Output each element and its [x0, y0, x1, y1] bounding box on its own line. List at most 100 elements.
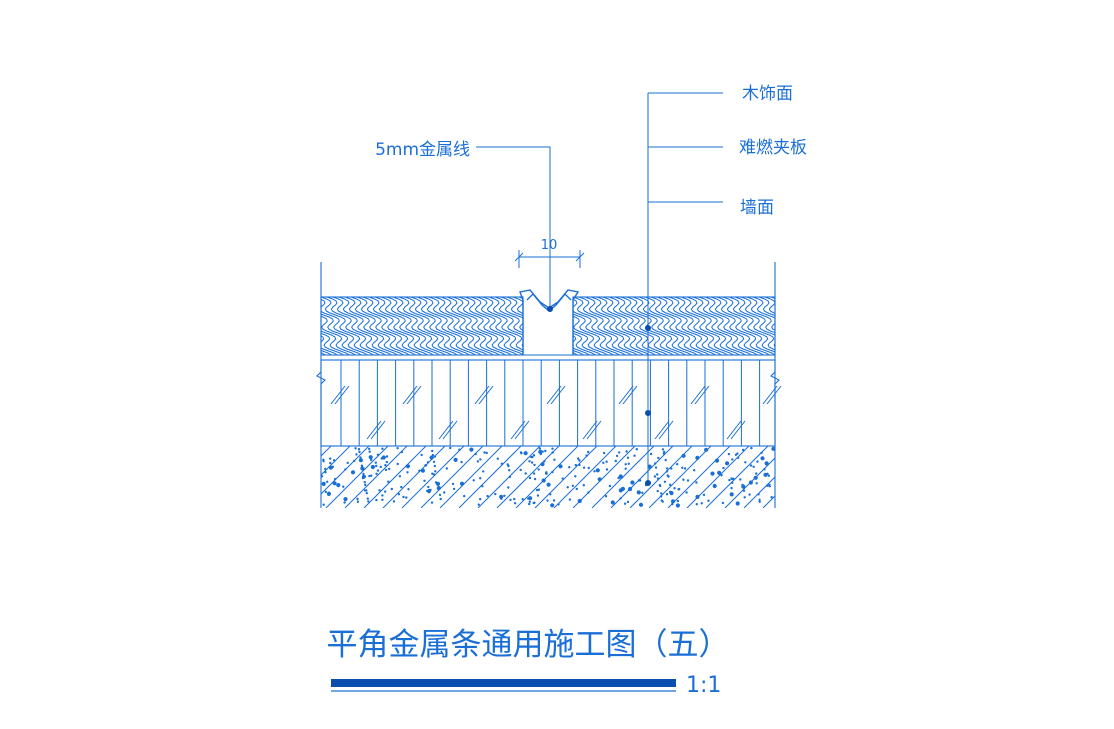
- concrete-aggregate-dot: [370, 474, 373, 477]
- concrete-aggregate-dot: [479, 477, 482, 480]
- concrete-aggregate-dot: [693, 469, 696, 472]
- concrete-aggregate-dot: [641, 491, 644, 494]
- concrete-aggregate-dot: [744, 461, 747, 464]
- concrete-aggregate-dot: [681, 453, 686, 458]
- concrete-aggregate-dot: [477, 503, 480, 506]
- board-tick: [370, 420, 386, 440]
- concrete-aggregate-dot: [381, 447, 384, 450]
- concrete-hatch-line: [553, 446, 617, 508]
- concrete-aggregate-dot: [736, 452, 739, 455]
- board-tick: [546, 385, 562, 405]
- concrete-aggregate-dot: [568, 466, 571, 469]
- callout-wall: 墙面: [740, 198, 774, 218]
- wood-grain-line: [662, 297, 716, 355]
- concrete-aggregate-dot: [532, 454, 536, 457]
- concrete-aggregate-dot: [423, 479, 426, 482]
- wall-leader-dot: [645, 480, 651, 486]
- concrete-aggregate-dot: [342, 485, 345, 488]
- concrete-aggregate-dot: [551, 470, 554, 474]
- concrete-aggregate-dot: [368, 450, 371, 453]
- concrete-aggregate-dot: [686, 479, 690, 482]
- concrete-aggregate-dot: [659, 484, 662, 488]
- wall-layer: [321, 445, 775, 508]
- wood-grain-line: [338, 297, 392, 355]
- concrete-aggregate-dot: [585, 454, 588, 457]
- concrete-aggregate-dot: [483, 451, 486, 454]
- concrete-hatch-line: [648, 446, 712, 508]
- concrete-aggregate-dot: [540, 462, 545, 467]
- concrete-aggregate-dot: [367, 500, 370, 503]
- concrete-aggregate-dot: [397, 493, 401, 496]
- dimension-label: 10: [541, 238, 558, 253]
- concrete-aggregate-dot: [720, 474, 723, 477]
- concrete-aggregate-dot: [665, 470, 669, 473]
- concrete-hatch-line: [458, 446, 522, 508]
- wood-grain-line: [740, 297, 775, 348]
- concrete-aggregate-dot: [546, 482, 551, 487]
- concrete-aggregate-dot: [459, 481, 465, 486]
- wood-grain-line: [573, 332, 596, 355]
- concrete-aggregate-dot: [365, 489, 368, 492]
- concrete-aggregate-dot: [429, 455, 434, 460]
- concrete-aggregate-dot: [535, 488, 539, 492]
- concrete-aggregate-dot: [503, 494, 506, 497]
- concrete-aggregate-dot: [443, 491, 446, 494]
- wood-grain-line: [362, 297, 416, 355]
- concrete-aggregate-dot: [624, 467, 627, 470]
- concrete-aggregate-dot: [620, 475, 623, 479]
- wood-grain-line: [368, 297, 422, 355]
- concrete-aggregate-dot: [625, 450, 628, 453]
- wood-grain-line: [464, 297, 518, 355]
- concrete-hatch-line: [420, 446, 484, 508]
- concrete-aggregate-dot: [683, 467, 687, 470]
- wood-grain-line: [777, 297, 829, 355]
- concrete-aggregate-dot: [549, 493, 552, 496]
- concrete-aggregate-dot: [509, 498, 512, 502]
- concrete-aggregate-dot: [519, 468, 522, 472]
- concrete-aggregate-dot: [381, 494, 384, 497]
- concrete-aggregate-dot: [344, 468, 347, 471]
- concrete-aggregate-dot: [431, 449, 434, 453]
- concrete-aggregate-dot: [610, 500, 615, 505]
- concrete-aggregate-dot: [637, 479, 641, 482]
- wood-grain-line: [506, 297, 523, 317]
- metal-strip-leader: [476, 146, 551, 309]
- concrete-aggregate-dot: [532, 472, 536, 475]
- concrete-aggregate-dot: [328, 493, 331, 496]
- board-tick: [618, 385, 634, 405]
- concrete-aggregate-dot: [566, 486, 569, 489]
- concrete-aggregate-dot: [546, 499, 549, 502]
- concrete-aggregate-dot: [659, 495, 663, 498]
- concrete-aggregate-dot: [445, 467, 448, 470]
- concrete-aggregate-dot: [368, 474, 371, 478]
- concrete-aggregate-dot: [451, 482, 455, 486]
- concrete-aggregate-dot: [528, 500, 531, 503]
- wood-grain-line: [644, 297, 698, 355]
- concrete-aggregate-dot: [766, 484, 769, 487]
- concrete-aggregate-dot: [476, 460, 480, 463]
- concrete-aggregate-dot: [578, 463, 581, 467]
- concrete-aggregate-dot: [578, 459, 581, 462]
- board-tick: [622, 385, 638, 405]
- drawing-title: 平角金属条通用施工图（五）: [327, 627, 730, 663]
- concrete-aggregate-dot: [429, 488, 432, 492]
- wood-grain-line: [752, 297, 775, 331]
- concrete-aggregate-dot: [380, 457, 383, 460]
- concrete-aggregate-dot: [376, 453, 380, 456]
- concrete-aggregate-dot: [321, 481, 326, 486]
- concrete-aggregate-dot: [741, 448, 745, 452]
- concrete-aggregate-dot: [602, 451, 606, 455]
- wood-grain-line: [716, 297, 770, 355]
- wood-grain-line: [638, 297, 692, 355]
- board-tick: [694, 385, 710, 405]
- wood-grain-line: [434, 297, 488, 355]
- concrete-aggregate-dot: [633, 454, 636, 457]
- concrete-aggregate-dot: [528, 476, 532, 480]
- concrete-aggregate-dot: [582, 484, 585, 487]
- concrete-aggregate-dot: [571, 484, 574, 487]
- wood-grain-line: [573, 315, 608, 355]
- concrete-aggregate-dot: [574, 475, 577, 478]
- wood-grain-line: [632, 297, 686, 355]
- concrete-hatch-line: [572, 446, 636, 508]
- wood-grain-line: [470, 297, 523, 355]
